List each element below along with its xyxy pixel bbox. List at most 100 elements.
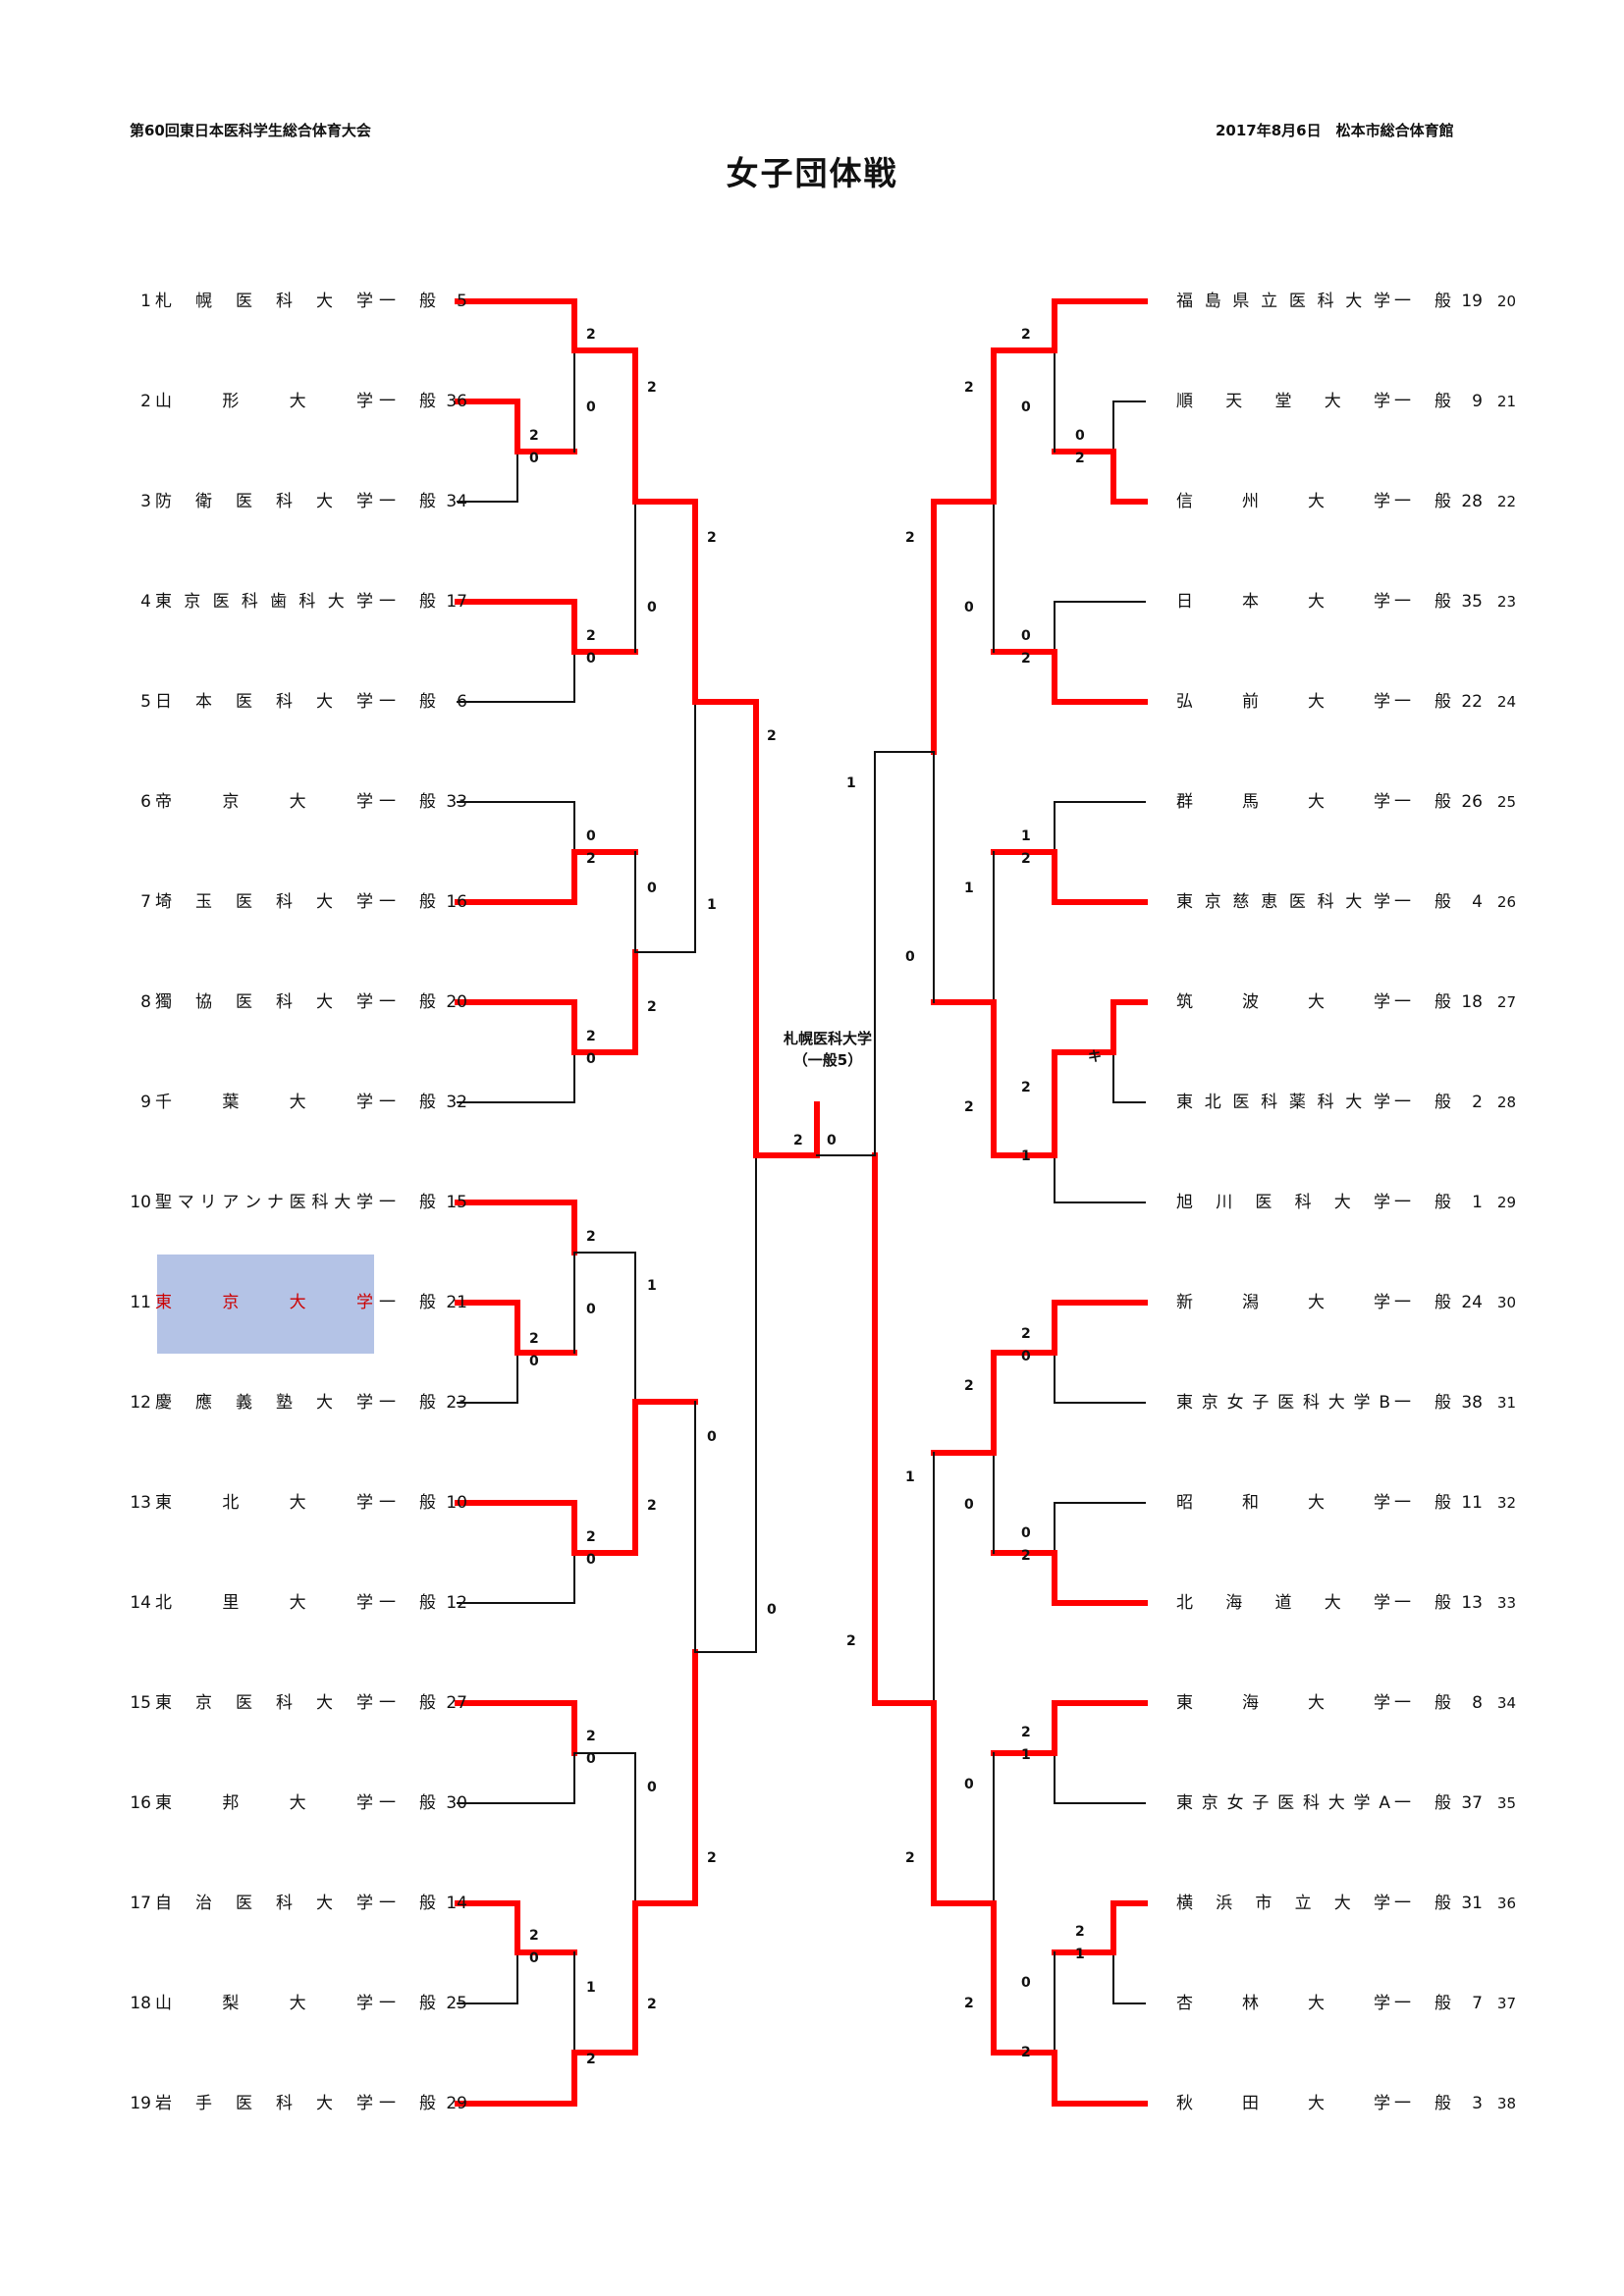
- match-score: 0: [586, 828, 596, 844]
- match-score: 2: [964, 1099, 974, 1115]
- match-score: 0: [1021, 1975, 1031, 1991]
- team-number: 18: [1461, 992, 1483, 1012]
- team-name: 北 海 道 大 学: [1176, 1593, 1390, 1613]
- team-name: 福 島 県 立 医 科 大 学: [1176, 292, 1390, 311]
- team-number: 21: [446, 1293, 467, 1312]
- match-score: 2: [529, 1331, 539, 1347]
- team-seed: 14: [130, 1593, 151, 1613]
- team-number: 2: [1472, 1093, 1483, 1112]
- team-category: 一 般: [379, 592, 436, 612]
- match-score: 2: [586, 1529, 596, 1545]
- team-seed: 33: [1496, 1594, 1516, 1612]
- team-seed: 18: [130, 1994, 151, 2013]
- team-seed: 26: [1496, 893, 1516, 911]
- team-category: 一 般: [379, 1193, 436, 1212]
- match-score: 2: [707, 530, 717, 546]
- team-number: 22: [1461, 692, 1483, 712]
- team-name: 群 馬 大 学: [1176, 792, 1390, 812]
- match-score: 0: [1021, 400, 1031, 415]
- team-category: 一 般: [379, 1593, 436, 1613]
- event-name: 第60回東日本医科学生総合体育大会: [130, 122, 371, 139]
- match-score: 0: [905, 949, 915, 965]
- match-score: 2: [1021, 1725, 1031, 1740]
- match-score: 2: [1021, 1080, 1031, 1095]
- team-seed: 4: [140, 592, 151, 612]
- team-name: 秋 田 大 学: [1176, 2094, 1390, 2113]
- team-name: 筑 波 大 学: [1176, 992, 1390, 1012]
- team-number: 25: [446, 1994, 467, 2013]
- match-score: 0: [1021, 1349, 1031, 1364]
- team-name: 聖 マ リ ア ン ナ 医 科 大 学: [155, 1193, 373, 1212]
- match-score: 0: [529, 451, 539, 466]
- team-category: 一 般: [379, 292, 436, 311]
- team-name: 東 京 医 科 歯 科 大 学: [155, 592, 373, 612]
- team-category: 一 般: [1394, 992, 1451, 1012]
- team-number: 30: [446, 1793, 467, 1813]
- team-seed: 13: [130, 1493, 151, 1513]
- champion-label: 札幌医科大学 （一般5）: [754, 1028, 901, 1071]
- match-score: 2: [964, 1378, 974, 1394]
- team-number: 3: [1472, 2094, 1483, 2113]
- team-category: 一 般: [1394, 1894, 1451, 1913]
- team-name: 新 潟 大 学: [1176, 1293, 1390, 1312]
- team-seed: 20: [1496, 293, 1516, 310]
- team-seed: 15: [130, 1693, 151, 1713]
- team-seed: 9: [140, 1093, 151, 1112]
- team-category: 一 般: [379, 1894, 436, 1913]
- team-number: 6: [457, 692, 467, 712]
- team-number: 35: [1461, 592, 1483, 612]
- team-number: 38: [1461, 1393, 1483, 1413]
- match-score: 2: [586, 1229, 596, 1245]
- team-name: 獨 協 医 科 大 学: [155, 992, 373, 1012]
- team-number: 12: [446, 1593, 467, 1613]
- match-score: 2: [1075, 451, 1085, 466]
- match-score: 0: [647, 881, 657, 896]
- match-score: 0: [964, 1777, 974, 1792]
- team-category: 一 般: [1394, 1793, 1451, 1813]
- match-score: 0: [586, 1552, 596, 1568]
- team-seed: 23: [1496, 593, 1516, 611]
- team-number: 29: [446, 2094, 467, 2113]
- match-score: 0: [529, 1950, 539, 1966]
- team-name: 岩 手 医 科 大 学: [155, 2094, 373, 2113]
- match-score: 2: [964, 1996, 974, 2011]
- team-category: 一 般: [1394, 1093, 1451, 1112]
- team-name: 順 天 堂 大 学: [1176, 392, 1390, 411]
- team-category: 一 般: [1394, 792, 1451, 812]
- team-category: 一 般: [379, 892, 436, 912]
- match-score: 2: [647, 1997, 657, 2012]
- team-category: 一 般: [1394, 1493, 1451, 1513]
- match-score: 2: [586, 2052, 596, 2067]
- team-seed: 17: [130, 1894, 151, 1913]
- team-number: 14: [446, 1894, 467, 1913]
- team-category: 一 般: [379, 792, 436, 812]
- team-category: 一 般: [1394, 392, 1451, 411]
- champion-name: 札幌医科大学: [783, 1030, 872, 1047]
- match-score: 2: [647, 380, 657, 396]
- team-number: 17: [446, 592, 467, 612]
- team-seed: 3: [140, 492, 151, 511]
- match-score: 0: [647, 600, 657, 615]
- team-name: 東 京 女 子 医 科 大 学 B: [1176, 1393, 1390, 1413]
- team-number: 37: [1461, 1793, 1483, 1813]
- team-seed: 11: [130, 1293, 151, 1312]
- team-seed: 35: [1496, 1794, 1516, 1812]
- match-score: 2: [529, 1928, 539, 1944]
- team-seed: 10: [130, 1193, 151, 1212]
- match-score: 0: [767, 1602, 777, 1618]
- team-name: 東 海 大 学: [1176, 1693, 1390, 1713]
- match-score: 2: [586, 327, 596, 343]
- match-score: 0: [586, 1302, 596, 1317]
- team-seed: 16: [130, 1793, 151, 1813]
